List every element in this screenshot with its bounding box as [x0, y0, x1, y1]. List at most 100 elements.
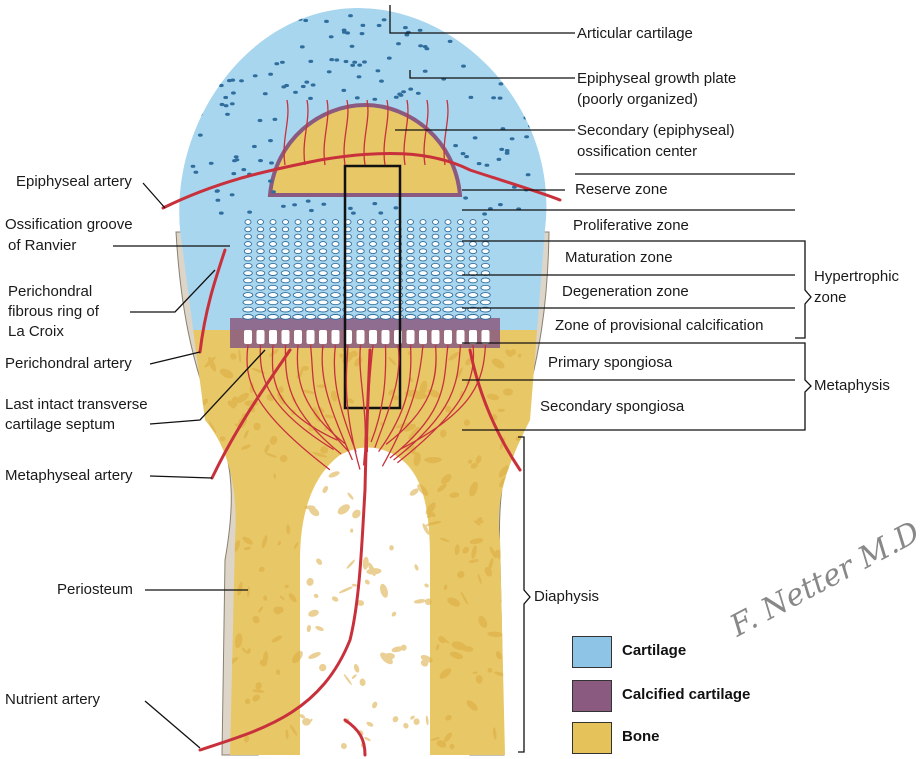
- column-chondrocyte: [282, 249, 289, 254]
- chondrocyte: [263, 92, 268, 95]
- column-chondrocyte: [382, 234, 389, 239]
- chondrocyte: [230, 102, 235, 105]
- column-chondrocyte: [445, 234, 452, 239]
- column-chondrocyte: [331, 300, 341, 305]
- column-chondrocyte: [357, 234, 364, 239]
- column-chondrocyte: [483, 220, 489, 225]
- chondrocyte: [499, 82, 504, 85]
- column-chondrocyte: [455, 315, 466, 320]
- column-chondrocyte: [393, 315, 404, 320]
- degenerated-lacuna: [244, 330, 252, 344]
- column-chondrocyte: [406, 293, 416, 298]
- column-chondrocyte: [331, 278, 340, 283]
- column-chondrocyte: [369, 263, 377, 268]
- chondrocyte: [498, 203, 503, 206]
- column-chondrocyte: [369, 256, 377, 261]
- chondrocyte: [376, 69, 381, 72]
- column-chondrocyte: [306, 300, 316, 305]
- chondrocyte: [463, 196, 468, 199]
- chondrocyte: [498, 97, 503, 100]
- label-transverse-septum-2: cartilage septum: [5, 415, 115, 434]
- label-maturation-zone: Maturation zone: [565, 248, 673, 267]
- chondrocyte: [209, 162, 214, 165]
- column-chondrocyte: [468, 300, 478, 305]
- column-chondrocyte: [481, 285, 490, 290]
- column-chondrocyte: [307, 242, 314, 247]
- chondrocyte: [321, 203, 326, 206]
- column-chondrocyte: [470, 234, 477, 239]
- column-chondrocyte: [407, 234, 414, 239]
- column-chondrocyte: [469, 249, 476, 254]
- column-chondrocyte: [406, 300, 416, 305]
- chondrocyte: [394, 96, 399, 99]
- column-chondrocyte: [331, 285, 340, 290]
- column-chondrocyte: [418, 293, 428, 298]
- column-chondrocyte: [468, 315, 479, 320]
- column-chondrocyte: [243, 315, 254, 320]
- degenerated-lacuna: [357, 330, 365, 344]
- chondrocyte: [247, 21, 252, 24]
- column-chondrocyte: [319, 256, 327, 261]
- column-chondrocyte: [407, 227, 413, 232]
- label-nutrient-artery: Nutrient artery: [5, 690, 100, 709]
- column-chondrocyte: [282, 234, 289, 239]
- chondrocyte: [361, 24, 366, 27]
- chondrocyte: [503, 34, 508, 37]
- column-chondrocyte: [481, 300, 491, 305]
- chondrocyte: [510, 137, 515, 140]
- column-chondrocyte: [356, 300, 366, 305]
- chondrocyte: [327, 70, 332, 73]
- column-chondrocyte: [256, 271, 265, 276]
- column-chondrocyte: [369, 278, 378, 283]
- chondrocyte: [324, 20, 329, 23]
- column-chondrocyte: [293, 285, 302, 290]
- column-chondrocyte: [295, 227, 301, 232]
- chondrocyte: [482, 212, 487, 215]
- column-chondrocyte: [443, 315, 454, 320]
- chondrocyte: [258, 159, 263, 162]
- trabecula: [214, 540, 222, 554]
- column-chondrocyte: [457, 242, 464, 247]
- trabecula: [197, 473, 205, 480]
- chondrocyte: [348, 207, 353, 210]
- column-chondrocyte: [269, 271, 278, 276]
- column-chondrocyte: [444, 271, 453, 276]
- chondrocyte: [464, 41, 469, 44]
- column-chondrocyte: [393, 300, 403, 305]
- degenerated-lacuna: [419, 330, 427, 344]
- degenerated-lacuna: [369, 330, 377, 344]
- column-chondrocyte: [470, 242, 477, 247]
- column-chondrocyte: [357, 227, 363, 232]
- column-chondrocyte: [245, 242, 252, 247]
- trabecula: [196, 537, 206, 546]
- column-chondrocyte: [319, 271, 328, 276]
- column-chondrocyte: [333, 220, 339, 225]
- chondrocyte: [486, 19, 491, 22]
- label-transverse-septum: Last intact transverse: [5, 395, 148, 414]
- column-chondrocyte: [282, 227, 288, 232]
- column-chondrocyte: [320, 234, 327, 239]
- column-chondrocyte: [405, 307, 415, 312]
- chondrocyte: [394, 206, 399, 209]
- chondrocyte: [352, 61, 357, 64]
- column-chondrocyte: [268, 293, 278, 298]
- chondrocyte: [461, 152, 466, 155]
- column-chondrocyte: [482, 234, 489, 239]
- chondrocyte: [219, 212, 224, 215]
- column-chondrocyte: [332, 234, 339, 239]
- chondrocyte: [418, 29, 423, 32]
- degenerated-lacuna: [444, 330, 452, 344]
- column-chondrocyte: [381, 263, 389, 268]
- column-chondrocyte: [332, 249, 339, 254]
- label-hypertrophic-zone: zone: [814, 288, 847, 307]
- column-chondrocyte: [308, 220, 314, 225]
- column-chondrocyte: [269, 278, 278, 283]
- chondrocyte: [216, 42, 221, 45]
- degenerated-lacuna: [432, 330, 440, 344]
- column-chondrocyte: [380, 315, 391, 320]
- chondrocyte: [196, 44, 201, 47]
- column-chondrocyte: [281, 293, 291, 298]
- chondrocyte: [408, 88, 413, 91]
- chondrocyte: [225, 113, 230, 116]
- column-chondrocyte: [382, 256, 390, 261]
